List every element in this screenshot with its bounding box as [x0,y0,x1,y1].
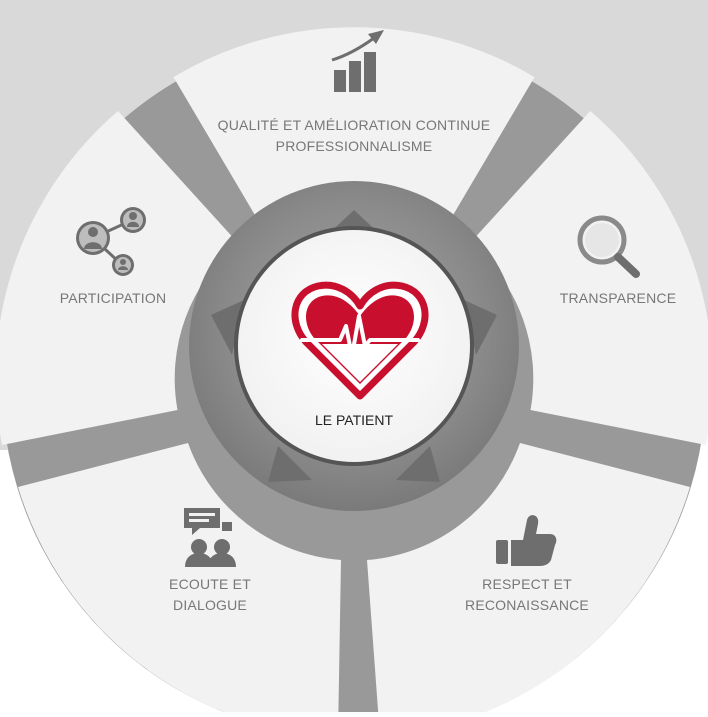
segment-ecoute [18,443,341,717]
magnifier-icon [577,215,640,278]
segment-qualite [173,27,535,228]
label-ecoute: ECOUTE ET DIALOGUE [150,574,270,616]
dialogue-icon [184,508,236,567]
label-qualite-line2: PROFESSIONNALISME [275,138,433,154]
segment-transparence [470,111,708,445]
segment-participation [0,111,238,445]
label-qualite-line1: QUALITÉ ET AMÉLIORATION CONTINUE [217,117,491,133]
label-ecoute-line2: DIALOGUE [173,597,247,613]
center-label: LE PATIENT [314,412,394,428]
label-participation: PARTICIPATION [48,288,178,309]
label-participation-line1: PARTICIPATION [59,290,167,306]
growth-chart-icon [331,30,384,92]
thumbs-up-icon [496,515,557,566]
label-respect: RESPECT ET RECONAISSANCE [452,574,602,616]
label-respect-line2: RECONAISSANCE [465,597,589,613]
label-qualite: QUALITÉ ET AMÉLIORATION CONTINUE PROFESS… [200,115,508,157]
label-respect-line1: RESPECT ET [482,576,572,592]
label-transparence: TRANSPARENCE [548,288,688,309]
label-ecoute-line1: ECOUTE ET [169,576,251,592]
segment-respect [367,443,690,717]
label-transparence-line1: TRANSPARENCE [559,290,677,306]
people-network-icon [76,207,146,276]
heart-heartbeat-icon [291,281,429,400]
